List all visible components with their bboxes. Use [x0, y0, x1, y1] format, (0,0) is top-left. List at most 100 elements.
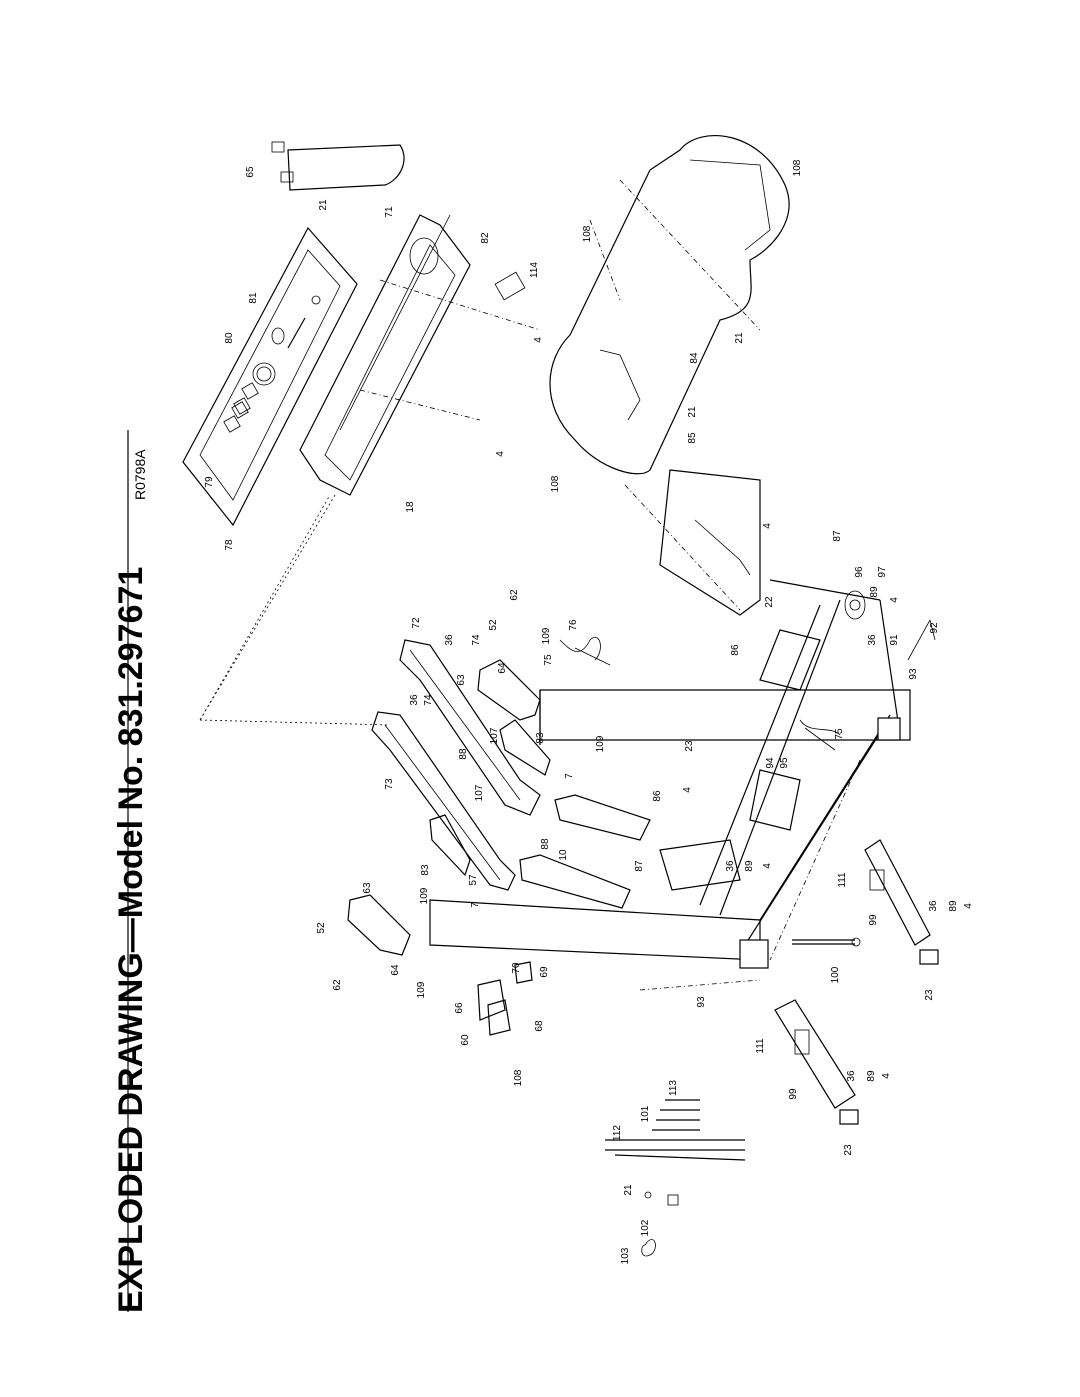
part-label-74: 74: [423, 694, 434, 706]
part-label-7: 7: [564, 773, 575, 779]
part-label-75: 75: [834, 728, 845, 740]
part-label-63: 63: [362, 882, 373, 894]
part-label-4: 4: [682, 787, 693, 793]
side-cover: [271, 141, 405, 191]
bracket-114: [494, 271, 526, 301]
part-label-86: 86: [730, 644, 741, 656]
part-label-36: 36: [444, 634, 455, 646]
upright-72: [399, 639, 541, 816]
part-label-70: 70: [511, 962, 522, 974]
part-label-23: 23: [684, 740, 695, 752]
part-label-85: 85: [687, 432, 698, 444]
part-label-74: 74: [471, 634, 482, 646]
upright-73: [371, 711, 516, 891]
part-label-64: 64: [497, 662, 508, 674]
part-label-4: 4: [963, 903, 974, 909]
part-label-100: 100: [830, 966, 841, 983]
part-label-108: 108: [582, 225, 593, 242]
part-label-112: 112: [612, 1125, 623, 1141]
part-label-99: 99: [868, 914, 879, 926]
arm-10: [519, 794, 651, 909]
part-label-114: 114: [529, 262, 540, 278]
part-label-107: 107: [474, 784, 485, 801]
part-label-7: 7: [470, 902, 481, 908]
part-label-89: 89: [744, 860, 755, 872]
part-label-83: 83: [535, 732, 546, 744]
part-label-23: 23: [924, 989, 935, 1001]
part-label-81: 81: [248, 292, 259, 304]
part-label-87: 87: [634, 860, 645, 872]
part-label-111: 111: [755, 1038, 766, 1054]
part-label-68: 68: [534, 1020, 545, 1032]
part-label-89: 89: [948, 900, 959, 912]
console-panel: [182, 226, 358, 527]
part-label-93: 93: [696, 996, 707, 1008]
part-label-86: 86: [652, 790, 663, 802]
part-label-21: 21: [687, 406, 698, 418]
part-label-88: 88: [458, 748, 469, 760]
part-label-62: 62: [332, 979, 343, 991]
part-label-65: 65: [245, 166, 256, 178]
leg-99-right: [864, 839, 939, 965]
part-label-57: 57: [468, 874, 479, 886]
part-label-99: 99: [788, 1088, 799, 1100]
part-label-89: 89: [869, 586, 880, 598]
part-label-64: 64: [390, 964, 401, 976]
part-label-109: 109: [541, 627, 552, 644]
part-label-52: 52: [316, 922, 327, 934]
part-label-63: 63: [456, 674, 467, 686]
part-label-84: 84: [689, 352, 700, 364]
console-housing: [299, 214, 541, 496]
part-label-108: 108: [513, 1069, 524, 1086]
part-label-78: 78: [224, 539, 235, 551]
part-label-92: 92: [929, 622, 940, 634]
part-label-69: 69: [539, 966, 550, 978]
part-label-23: 23: [843, 1144, 854, 1156]
phantom-line-3: [199, 494, 336, 721]
part-label-107: 107: [489, 727, 500, 744]
part-label-101: 101: [640, 1105, 651, 1122]
part-label-4: 4: [495, 451, 506, 457]
part-label-36: 36: [409, 694, 420, 706]
part-label-94: 94: [765, 757, 776, 769]
handle-grips: [347, 659, 551, 956]
part-label-109: 109: [595, 735, 606, 752]
motor-hood: [549, 135, 790, 475]
part-label-21: 21: [734, 332, 745, 344]
part-label-72: 72: [411, 617, 422, 629]
part-label-76: 76: [568, 619, 579, 631]
phantom-line-2: [199, 719, 391, 726]
part-label-62: 62: [509, 589, 520, 601]
part-label-4: 4: [762, 863, 773, 869]
part-label-18: 18: [405, 501, 416, 513]
part-label-108: 108: [792, 159, 803, 176]
part-label-75: 75: [543, 654, 554, 666]
part-label-4: 4: [533, 337, 544, 343]
part-label-52: 52: [488, 619, 499, 631]
wire-harness: [559, 637, 841, 751]
part-label-79: 79: [204, 476, 215, 488]
part-label-4: 4: [762, 523, 773, 529]
base-frame: [429, 579, 911, 991]
part-label-36: 36: [867, 634, 878, 646]
part-label-103: 103: [620, 1247, 631, 1264]
part-label-4: 4: [881, 1073, 892, 1079]
part-label-21: 21: [623, 1184, 634, 1196]
phantom-line-1: [199, 494, 331, 721]
part-label-88: 88: [540, 838, 551, 850]
part-label-111: 111: [837, 872, 848, 888]
part-label-108: 108: [550, 475, 561, 492]
part-label-82: 82: [480, 232, 491, 244]
part-label-4: 4: [889, 597, 900, 603]
part-label-93: 93: [908, 668, 919, 680]
part-label-36: 36: [725, 860, 736, 872]
part-label-95: 95: [779, 757, 790, 769]
part-label-36: 36: [846, 1070, 857, 1082]
part-label-71: 71: [384, 206, 395, 218]
part-label-22: 22: [764, 596, 775, 608]
part-label-102: 102: [640, 1219, 651, 1236]
part-label-113: 113: [668, 1080, 679, 1096]
